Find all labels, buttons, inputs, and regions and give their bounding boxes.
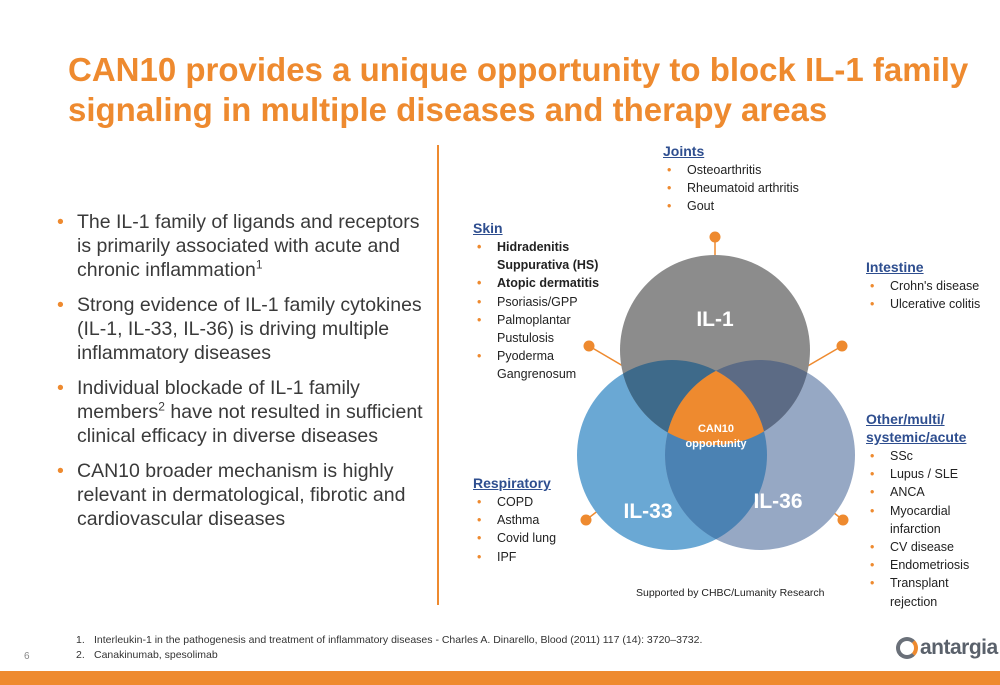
list-item: •SSc	[866, 447, 969, 465]
bullet-item: •Individual blockade of IL-1 family memb…	[57, 377, 423, 447]
bullet-dot-icon: •	[870, 297, 875, 312]
list-item-continued: Gangrenosum	[497, 367, 577, 382]
logo-c-icon	[896, 637, 918, 659]
bullet-item: •CAN10 broader mechanism is highly relev…	[57, 460, 406, 530]
vertical-divider	[437, 145, 439, 605]
bottom-accent-bar	[0, 671, 1000, 685]
group-title-1: Other/multi/	[866, 411, 945, 427]
bullet-dot-icon: •	[57, 294, 64, 316]
bullet-dot-icon: •	[667, 199, 672, 214]
footnotes: 1.Interleukin-1 in the pathogenesis and …	[76, 633, 702, 663]
bullet-dot-icon: •	[477, 240, 482, 254]
group-intestine: Intestine •Crohn's disease •Ulcerative c…	[866, 258, 980, 313]
list-item: •Covid lung	[473, 529, 556, 547]
list-item: •Myocardial	[866, 502, 969, 520]
list-item: •Pyoderma	[473, 347, 599, 365]
group-other: Other/multi/ systemic/acute •SSc •Lupus …	[866, 410, 969, 611]
connector-dots	[580, 231, 849, 526]
bullet-dot-icon: •	[57, 460, 64, 482]
bullet-dot-icon: •	[57, 211, 64, 233]
venn-label-il1: IL-1	[696, 308, 734, 331]
bullet-dot-icon: •	[477, 513, 482, 528]
venn-center-label-1: CAN10	[698, 423, 734, 435]
list-item: •Ulcerative colitis	[866, 295, 980, 313]
list-item: •Gout	[663, 197, 799, 215]
list-item: •Rheumatoid arthritis	[663, 179, 799, 197]
group-title: Intestine	[866, 259, 924, 275]
list-item: •CV disease	[866, 538, 969, 556]
connector-dot	[709, 231, 721, 243]
bullet-dot-icon: •	[477, 294, 482, 309]
company-logo: antargia	[896, 634, 998, 662]
bullet-dot-icon: •	[870, 576, 875, 591]
bullet-dot-icon: •	[870, 503, 875, 518]
list-item: •Lupus / SLE	[866, 465, 969, 483]
bullet-dot-icon: •	[667, 181, 672, 196]
bullet-item: •The IL-1 family of ligands and receptor…	[57, 211, 420, 281]
slide-title: CAN10 provides a unique opportunity to b…	[68, 50, 968, 130]
bullet-item: •Strong evidence of IL-1 family cytokine…	[57, 294, 422, 364]
bullet-dot-icon: •	[870, 558, 875, 573]
group-title: Skin	[473, 220, 503, 236]
list-item: •Endometriosis	[866, 556, 969, 574]
list-item: •COPD	[473, 493, 556, 511]
title-line-1: CAN10 provides a unique opportunity to b…	[68, 51, 969, 88]
bullet-dot-icon: •	[477, 276, 482, 291]
list-item: •IPF	[473, 548, 556, 566]
logo-text: antargia	[920, 636, 998, 659]
venn-center-can10	[665, 360, 767, 445]
list-item-continued: Suppurativa (HS)	[497, 258, 599, 273]
group-joints: Joints •Osteoarthritis •Rheumatoid arthr…	[663, 142, 799, 216]
bullet-dot-icon: •	[667, 163, 672, 177]
footnote: 1.Interleukin-1 in the pathogenesis and …	[76, 634, 703, 646]
group-skin: Skin •Hidradenitis Suppurativa (HS) •Ato…	[473, 219, 599, 384]
support-note: Supported by CHBC/Lumanity Research	[636, 587, 825, 599]
list-item: •Psoriasis/GPP	[473, 293, 599, 311]
bullet-dot-icon: •	[477, 349, 482, 364]
bullet-dot-icon: •	[57, 377, 64, 399]
bullet-dot-icon: •	[870, 449, 875, 463]
list-item-continued: rejection	[890, 594, 938, 609]
bullet-dot-icon: •	[477, 495, 482, 509]
group-respiratory: Respiratory •COPD •Asthma •Covid lung •I…	[473, 474, 556, 566]
venn-center-label-2: opportunity	[685, 438, 747, 450]
list-item: •ANCA	[866, 483, 969, 501]
bullet-dot-icon: •	[477, 531, 482, 546]
list-item: •Palmoplantar	[473, 311, 599, 329]
connector-dot	[837, 514, 849, 526]
bullet-dot-icon: •	[870, 485, 875, 500]
bullet-dot-icon: •	[870, 279, 875, 293]
group-title-2: systemic/acute	[866, 429, 967, 445]
list-item: •Crohn's disease	[866, 277, 980, 295]
venn-label-il36: IL-36	[753, 490, 802, 513]
list-item: •Hidradenitis	[473, 238, 599, 256]
footnote: 2.Canakinumab, spesolimab	[76, 649, 218, 661]
title-line-2: signaling in multiple diseases and thera…	[68, 91, 828, 128]
venn-label-il33: IL-33	[623, 500, 672, 523]
connector-dot	[836, 340, 848, 352]
list-item: •Atopic dermatitis	[473, 274, 599, 292]
bullet-dot-icon: •	[477, 312, 482, 327]
group-title: Joints	[663, 143, 705, 159]
bullet-dot-icon: •	[870, 467, 875, 482]
bullet-dot-icon: •	[870, 540, 875, 555]
list-item: •Transplant	[866, 574, 969, 592]
connector-dot	[580, 514, 592, 526]
page-number: 6	[24, 651, 30, 662]
connector-dot	[583, 340, 595, 352]
list-item: •Osteoarthritis	[663, 161, 799, 179]
bullet-dot-icon: •	[477, 549, 482, 564]
list-item-continued: Pustulosis	[497, 331, 554, 346]
list-item-continued: infarction	[890, 521, 941, 536]
bullet-list: •The IL-1 family of ligands and receptor…	[57, 210, 427, 542]
group-title: Respiratory	[473, 475, 551, 491]
list-item: •Asthma	[473, 511, 556, 529]
